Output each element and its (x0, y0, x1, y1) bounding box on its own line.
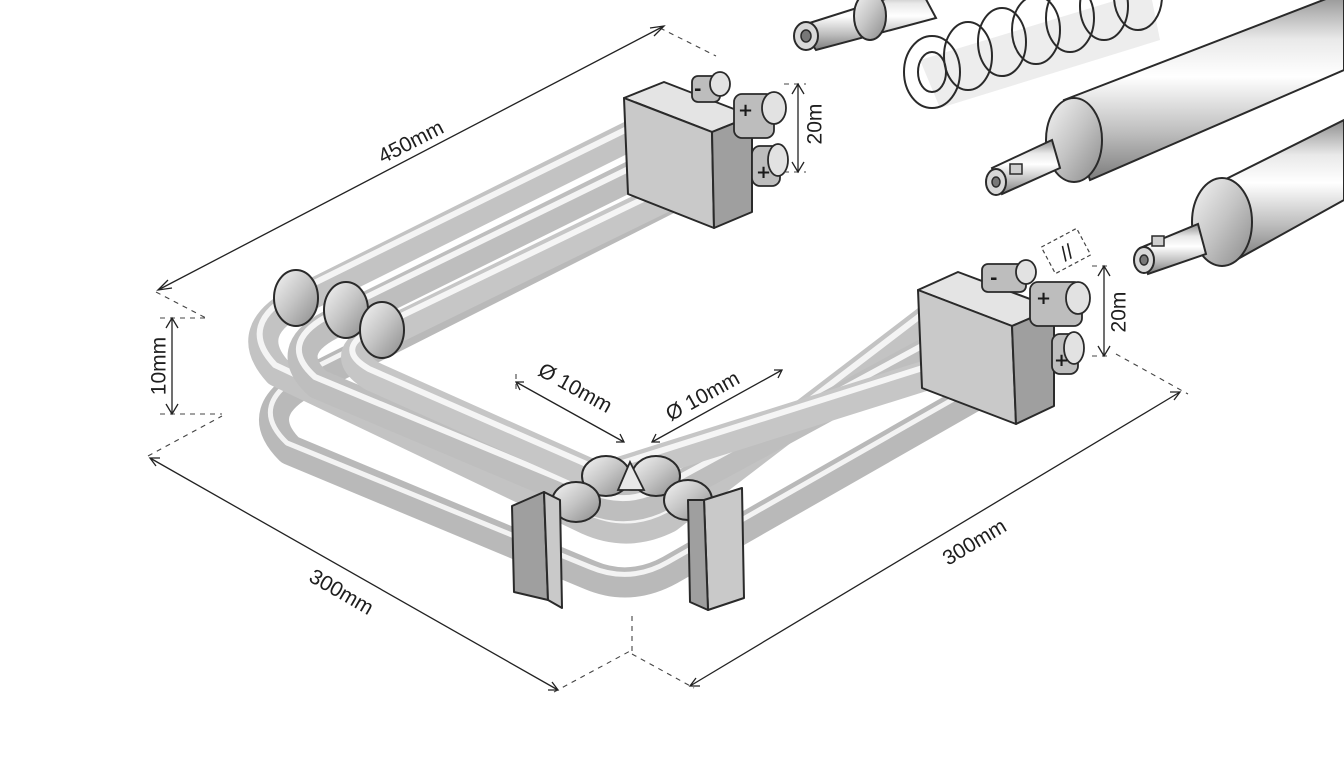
extension-line (631, 653, 695, 689)
terminal-sign: + (756, 162, 771, 183)
terminal-lower-1: - (981, 259, 1037, 293)
connector-pin-top (793, 0, 938, 52)
terminal-upper-1: - (691, 71, 731, 103)
terminal-lower-2: + (1029, 281, 1091, 327)
upper-terminals: - + + (691, 71, 789, 187)
parallel-symbol-box: // (1040, 227, 1092, 275)
terminal-sign: - (694, 79, 701, 100)
terminal-sign: + (1054, 350, 1069, 371)
terminal-upper-3: + (751, 143, 789, 187)
dimension-label: 20m (1108, 292, 1131, 333)
dimension-20m-lower: 20m (1092, 264, 1131, 358)
dimension-label: Ø 10mm (662, 367, 744, 426)
terminal-lower-3: + (1051, 331, 1085, 375)
heating-rod-lower (1133, 118, 1344, 276)
terminal-upper-2: + (733, 91, 787, 139)
dimension-label: 300mm (305, 565, 377, 620)
terminal-sign: - (990, 268, 997, 289)
dimension-label: 450mm (375, 116, 448, 168)
coil-spring (903, 0, 1163, 109)
lower-clamp-block (917, 271, 1055, 425)
upper-clamp-block (623, 81, 753, 229)
terminal-sign: + (738, 100, 753, 121)
dimension-label: 300mm (939, 515, 1011, 571)
dimension-label: 20m (804, 104, 827, 145)
dimension-diameter-left: Ø 10mm (514, 359, 626, 443)
heating-rod-upper (985, 0, 1344, 196)
loose-parts (793, 0, 1344, 276)
dimension-label: 10mm (148, 337, 171, 395)
dimension-10mm: 10mm (148, 316, 222, 416)
collar (359, 301, 405, 359)
tube-bundle (248, 81, 1055, 611)
dimension-label: Ø 10mm (534, 359, 616, 418)
tube-middle (287, 125, 983, 522)
terminal-sign: + (1036, 288, 1051, 309)
corner-joint (616, 459, 646, 491)
front-corner-clamp (511, 487, 745, 611)
collar (273, 269, 319, 327)
dimension-20m-upper: 20m (784, 82, 827, 174)
lower-terminals: - + + (981, 259, 1091, 375)
